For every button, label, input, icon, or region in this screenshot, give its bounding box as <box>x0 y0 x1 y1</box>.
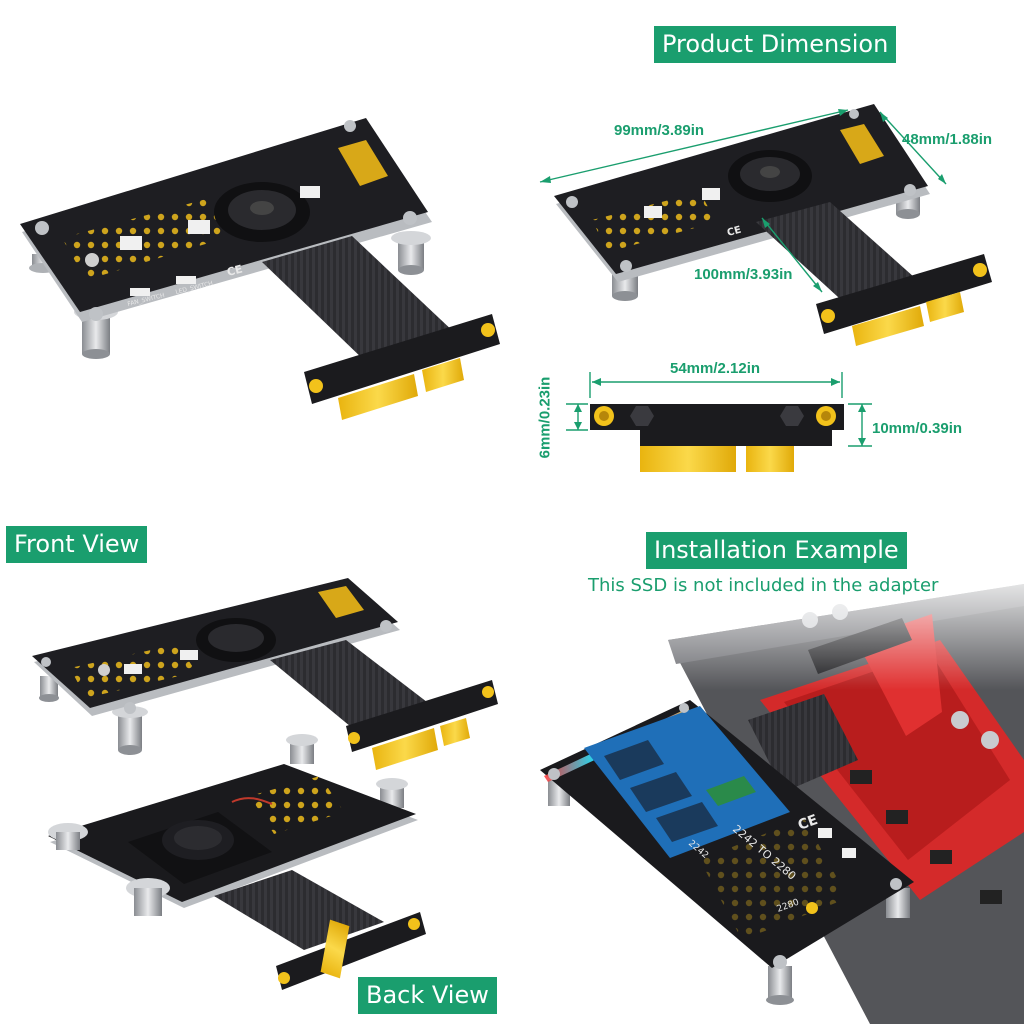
back-view-product <box>48 734 426 990</box>
svg-text:CE: CE <box>726 225 743 239</box>
connector-diagram <box>566 372 872 472</box>
connector-width-label: 54mm/2.12in <box>670 360 761 377</box>
dimension-product: CE <box>554 104 992 346</box>
dimension-lines <box>539 109 947 293</box>
cable-length-label: 100mm/3.93in <box>694 266 793 283</box>
installation-scene: 2242 2242 TO 2280 2280 CE <box>540 560 1024 1024</box>
board-length-label: 99mm/3.89in <box>614 122 705 139</box>
ce-mark: CE <box>226 263 244 279</box>
connector-side-height-label: 6mm/0.23in <box>536 376 554 459</box>
installation-note: This SSD is not included in the adapter <box>588 575 939 596</box>
front-view-product <box>32 578 498 770</box>
top-left-product: FAN_SWITCH LED_SWITCH CE <box>20 118 500 420</box>
svg-text:CE: CE <box>796 812 820 834</box>
back-view-title: Back View <box>358 977 497 1014</box>
installation-example-title: Installation Example <box>646 532 907 569</box>
connector-total-height-label: 10mm/0.39in <box>872 420 963 437</box>
front-view-title: Front View <box>6 526 148 563</box>
board-width-label: 48mm/1.88in <box>902 131 993 148</box>
product-dimension-title: Product Dimension <box>654 26 897 63</box>
